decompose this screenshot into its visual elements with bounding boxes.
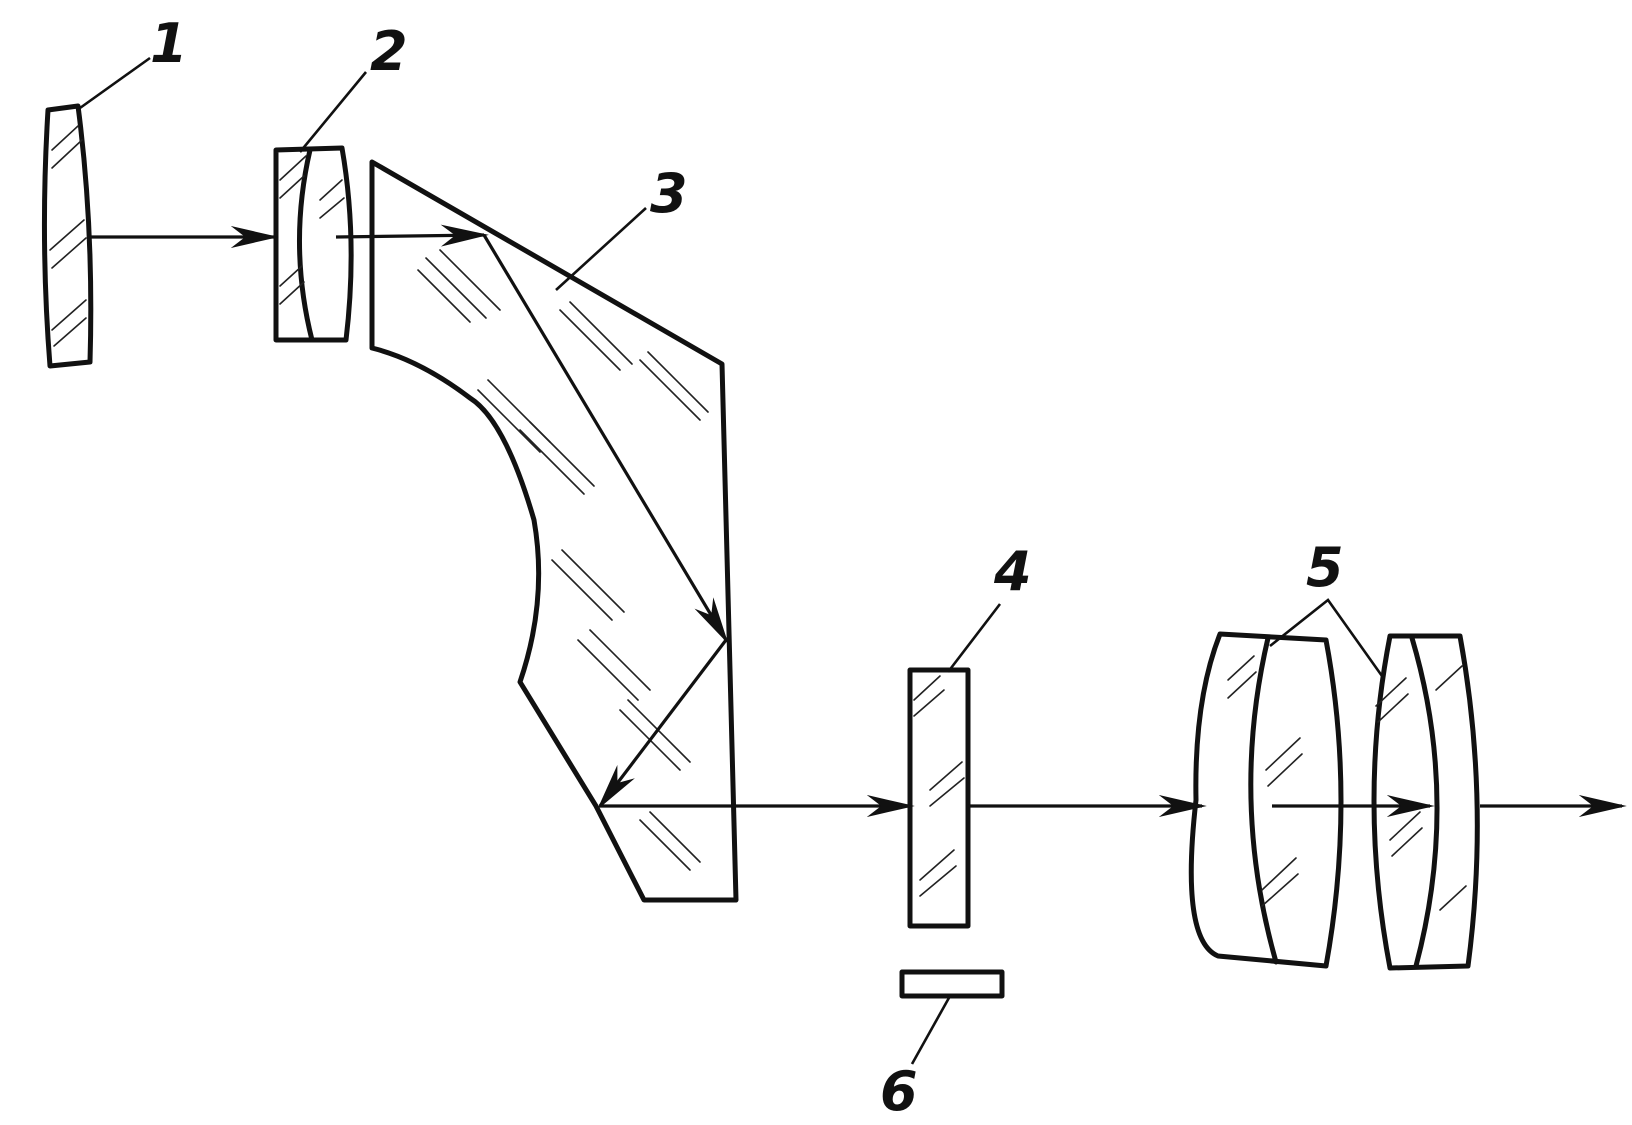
leader-3	[555, 207, 647, 291]
label-3: 3	[650, 162, 688, 225]
leader-6	[910, 995, 952, 1065]
label-1: 1	[150, 12, 188, 75]
leader-4	[946, 603, 1002, 673]
leader-1	[79, 56, 151, 110]
label-2: 2	[370, 20, 408, 83]
label-5: 5	[1306, 536, 1344, 599]
element-1-plate	[41, 103, 94, 369]
label-6: 6	[880, 1060, 918, 1123]
leader-2	[298, 71, 368, 153]
element-4-plate	[907, 667, 971, 929]
ray-reflect-1	[482, 234, 729, 645]
leader-lines	[79, 56, 1384, 1065]
element-6-plate	[899, 969, 1005, 999]
leader-5	[1269, 598, 1384, 677]
element-2-doublet	[273, 145, 354, 343]
element-5-objective	[1188, 631, 1480, 971]
ray-2-3	[335, 224, 489, 247]
label-4: 4	[993, 540, 1032, 603]
part-labels: 1 2 3 4 5 6	[150, 12, 1344, 1123]
element-3-prism	[369, 159, 739, 903]
ray-reflect-2	[597, 639, 728, 810]
light-path	[90, 224, 1627, 817]
